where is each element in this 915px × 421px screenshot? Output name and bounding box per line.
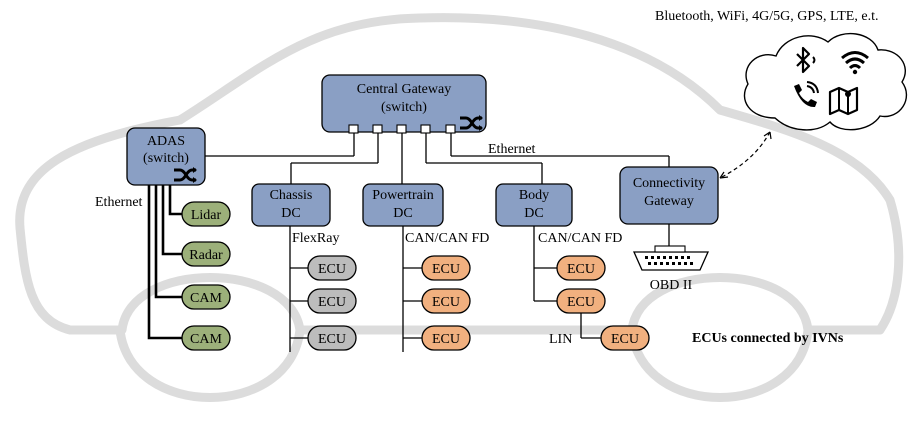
chassis-dc-subtitle: DC xyxy=(281,206,300,221)
sensor-label: Lidar xyxy=(191,208,222,223)
adas-title: ADAS xyxy=(147,134,185,149)
ecu-powertrain[interactable]: ECU xyxy=(421,325,471,351)
ecu-chassis[interactable]: ECU xyxy=(307,255,357,281)
chassis-dc[interactable]: Chassis DC xyxy=(251,183,331,227)
powertrain-can-bus xyxy=(402,226,422,352)
ecu-label: ECU xyxy=(432,262,460,277)
central-gateway[interactable]: Central Gateway (switch) xyxy=(321,74,487,134)
body-dc[interactable]: Body DC xyxy=(495,183,573,227)
ecu-label: ECU xyxy=(432,332,460,347)
ecu-label: ECU xyxy=(567,295,595,310)
ecu-chassis[interactable]: ECU xyxy=(307,325,357,351)
gateway-port xyxy=(348,124,359,134)
gateway-port xyxy=(445,124,456,134)
powertrain-dc[interactable]: Powertrain DC xyxy=(362,183,444,227)
adas-subtitle: (switch) xyxy=(143,151,189,166)
ecu-body-lin-master[interactable]: ECU xyxy=(556,288,606,314)
map-icon xyxy=(828,86,859,116)
sensor-camera[interactable]: CAM xyxy=(181,325,231,351)
gateway-port xyxy=(372,124,383,134)
ecu-label: ECU xyxy=(611,332,639,347)
ecu-label: ECU xyxy=(432,295,460,310)
flexray-label: FlexRay xyxy=(292,231,339,246)
gateway-port xyxy=(396,124,407,134)
wireless-tech-label: Bluetooth, WiFi, 4G/5G, GPS, LTE, e.t. xyxy=(655,9,878,24)
can-label-body: CAN/CAN FD xyxy=(538,231,622,246)
powertrain-dc-title: Powertrain xyxy=(372,188,433,203)
backbone-wiring xyxy=(205,132,670,184)
ecu-body[interactable]: ECU xyxy=(556,255,606,281)
switch-icon xyxy=(460,115,483,131)
ecu-chassis[interactable]: ECU xyxy=(307,288,357,314)
ecu-label: ECU xyxy=(318,295,346,310)
body-dc-title: Body xyxy=(519,188,549,203)
central-gateway-title: Central Gateway xyxy=(357,82,451,97)
connectivity-cloud xyxy=(743,32,908,131)
powertrain-dc-subtitle: DC xyxy=(393,206,412,221)
ecu-label: ECU xyxy=(567,262,595,277)
body-dc-subtitle: DC xyxy=(524,206,543,221)
sensor-label: CAM xyxy=(190,332,222,347)
ethernet-label-top: Ethernet xyxy=(488,142,536,157)
body-can-bus xyxy=(533,226,557,302)
gateway-port xyxy=(420,124,431,134)
adas-switch[interactable]: ADAS (switch) xyxy=(126,127,206,186)
ecu-label: ECU xyxy=(318,262,346,277)
connectivity-gateway-subtitle: Gateway xyxy=(644,194,694,209)
sensor-radar[interactable]: Radar xyxy=(181,241,231,267)
phone-icon xyxy=(794,81,819,108)
sensor-label: Radar xyxy=(189,248,223,263)
ecu-lin[interactable]: ECU xyxy=(600,325,650,351)
sensor-label: CAM xyxy=(190,291,222,306)
lin-label: LIN xyxy=(549,332,572,347)
central-gateway-subtitle: (switch) xyxy=(381,100,427,115)
sensor-lidar[interactable]: Lidar xyxy=(181,201,231,227)
ethernet-label-left: Ethernet xyxy=(95,195,143,210)
bluetooth-icon xyxy=(796,46,816,74)
connectivity-gateway-title: Connectivity xyxy=(633,176,705,191)
ecu-powertrain[interactable]: ECU xyxy=(421,255,471,281)
switch-icon xyxy=(174,167,197,183)
sensor-camera[interactable]: CAM xyxy=(181,284,231,310)
lin-bus xyxy=(580,313,601,339)
chassis-dc-title: Chassis xyxy=(270,188,313,203)
obd-label: OBD II xyxy=(650,278,693,293)
wifi-icon xyxy=(841,51,869,75)
flexray-bus xyxy=(289,226,308,352)
can-label-powertrain: CAN/CAN FD xyxy=(405,231,489,246)
diagram-caption: ECUs connected by IVNs xyxy=(692,331,844,346)
wireless-link xyxy=(719,131,771,179)
obd-connector-icon[interactable] xyxy=(632,245,710,271)
ecu-powertrain[interactable]: ECU xyxy=(421,288,471,314)
adas-sensor-wiring xyxy=(147,185,182,340)
ecu-label: ECU xyxy=(318,332,346,347)
connectivity-gateway[interactable]: Connectivity Gateway xyxy=(619,166,719,225)
